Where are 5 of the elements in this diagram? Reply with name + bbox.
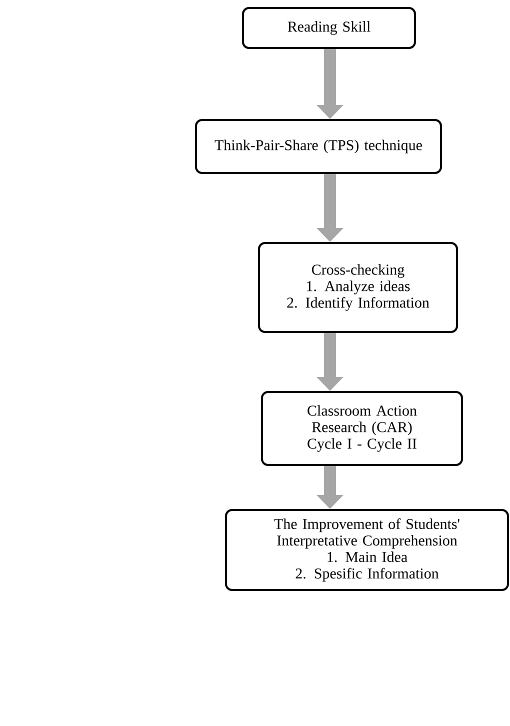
process-box: Cross-checking 1. Analyze ideas 2. Identify Information bbox=[258, 242, 458, 333]
process-box: Think-Pair-Share (TPS) technique bbox=[195, 119, 442, 174]
process-box: Classroom Action Research (CAR) Cycle I - Cycle II bbox=[261, 391, 463, 466]
process-box: The Improvement of Students' Interpretative Comprehension 1. Main Idea 2. Spesific Information bbox=[225, 509, 509, 591]
process-box: Reading Skill bbox=[242, 7, 416, 49]
